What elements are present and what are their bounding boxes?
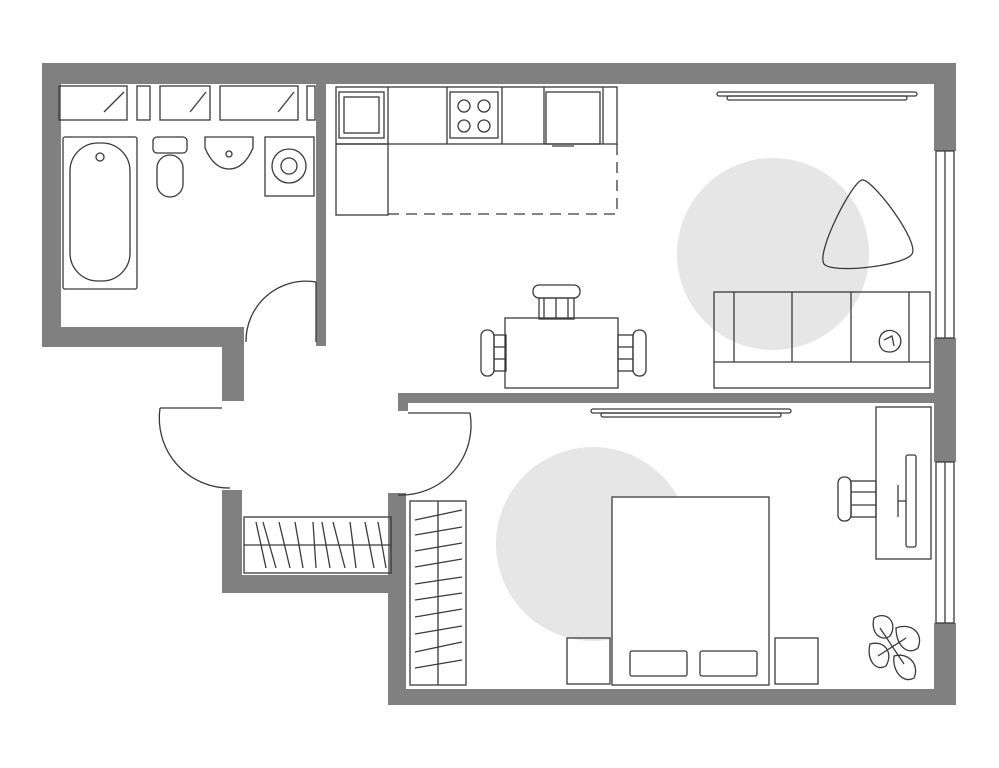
dining-table-icon bbox=[504, 317, 619, 389]
washing-machine-icon bbox=[264, 136, 315, 197]
bed-icon bbox=[611, 496, 770, 686]
nightstand-icon bbox=[774, 637, 819, 685]
chair-icon bbox=[617, 329, 647, 377]
door-swing-icon bbox=[245, 280, 317, 343]
tv-panel-icon bbox=[590, 408, 792, 418]
sink-icon bbox=[204, 136, 254, 170]
coffee-table-icon bbox=[822, 179, 914, 270]
walls bbox=[42, 63, 956, 705]
wall-living-partition bbox=[398, 393, 956, 403]
kitchen bbox=[335, 86, 618, 216]
living-rug-icon bbox=[677, 158, 869, 350]
chair-icon bbox=[532, 284, 581, 320]
wall-living-partition-end bbox=[398, 393, 408, 411]
wall-closet-bottom bbox=[222, 575, 404, 593]
tv-panel-icon bbox=[716, 91, 918, 101]
wardrobe-icon bbox=[409, 500, 467, 686]
nightstand-icon bbox=[566, 637, 611, 685]
door-swing-icon bbox=[397, 412, 472, 496]
bedroom bbox=[409, 406, 932, 686]
windows bbox=[935, 150, 955, 624]
wall-right-bottom bbox=[934, 623, 956, 705]
plant-icon bbox=[868, 615, 921, 681]
wardrobe-icon bbox=[243, 516, 392, 574]
chair-icon bbox=[837, 476, 877, 522]
kitchen-sink-icon bbox=[338, 91, 385, 139]
wall-top bbox=[42, 63, 956, 84]
stove-icon bbox=[449, 91, 499, 139]
living bbox=[480, 91, 931, 389]
bathroom bbox=[58, 85, 316, 290]
desk-icon bbox=[875, 406, 932, 560]
bathtub-icon bbox=[62, 136, 138, 290]
wall-bath-partition bbox=[316, 84, 326, 346]
hallway bbox=[158, 280, 472, 574]
wall-bedroom-left bbox=[388, 493, 406, 705]
wall-hall-left-upper bbox=[222, 327, 244, 401]
door-swing-icon bbox=[158, 407, 231, 489]
wall-left bbox=[42, 63, 61, 347]
wall-right-top bbox=[934, 63, 956, 151]
wall-bottom bbox=[388, 689, 956, 705]
wall-hall-left-lower bbox=[222, 490, 242, 593]
chair-icon bbox=[480, 329, 507, 377]
toilet-icon bbox=[152, 136, 188, 198]
wall-right-mid bbox=[934, 338, 956, 462]
monitor-icon bbox=[897, 454, 917, 548]
sofa-icon bbox=[713, 291, 931, 389]
wall-bath-bottom bbox=[42, 327, 244, 347]
